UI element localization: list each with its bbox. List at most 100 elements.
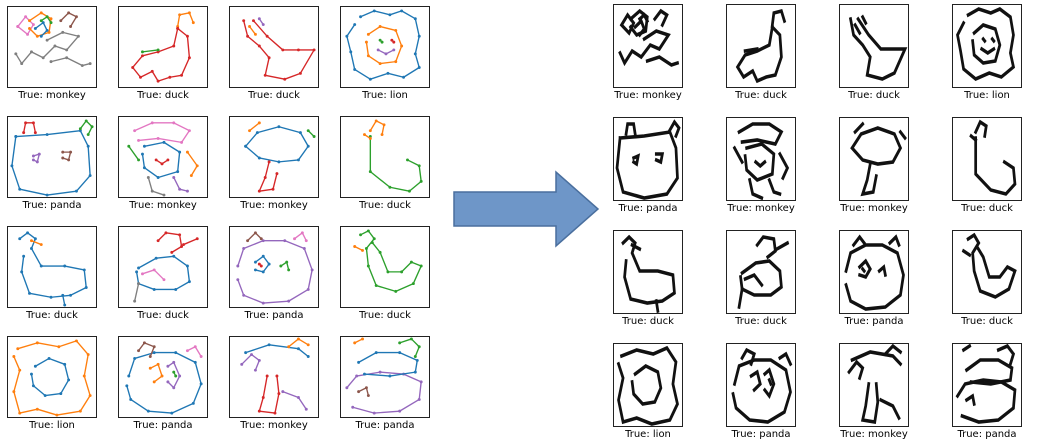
raster-frame <box>839 230 909 314</box>
stroke-point <box>304 239 308 243</box>
stroke-point <box>285 260 289 264</box>
stroke-point <box>353 245 357 248</box>
stroke-point <box>133 299 137 303</box>
stroke-point <box>419 179 423 183</box>
true-label: True: monkey <box>240 200 308 211</box>
stroke <box>138 342 155 357</box>
sketch-frame <box>229 6 319 88</box>
stroke-point <box>244 351 248 355</box>
stroke-point <box>185 189 189 193</box>
stroke-point <box>400 9 404 13</box>
stroke-point <box>380 133 384 137</box>
stroke-point <box>364 247 368 250</box>
stroke-point <box>306 355 310 358</box>
stroke-point <box>364 40 368 44</box>
raster-stroke <box>979 46 996 56</box>
raster-stroke <box>847 359 865 381</box>
stroke-point <box>398 351 402 355</box>
stroke <box>29 12 52 37</box>
stroke-point <box>162 140 166 144</box>
stroke-point <box>174 351 178 355</box>
stroke-point <box>152 345 156 349</box>
stroke-point <box>55 413 59 417</box>
stroke-point <box>127 144 131 148</box>
raster-stroke <box>887 234 901 248</box>
true-label: True: lion <box>964 90 1010 101</box>
stroke-point <box>417 397 421 401</box>
raster-stroke <box>961 344 972 353</box>
stroke-point <box>84 286 88 289</box>
raster-stroke <box>974 136 1017 196</box>
stroke-point <box>49 60 53 64</box>
stroke-point <box>18 411 22 415</box>
stroke-point <box>133 129 137 133</box>
stroke <box>34 21 48 37</box>
stroke-point <box>166 158 170 162</box>
stroke-point <box>296 396 300 399</box>
stroke-point <box>298 131 302 135</box>
stroke-point <box>368 77 372 81</box>
stroke-point <box>160 374 164 378</box>
raster-stroke <box>628 8 649 38</box>
raster-cell: True: duck <box>716 4 806 108</box>
raster-stroke <box>654 152 665 165</box>
raster-frame <box>952 230 1022 314</box>
stroke-point <box>57 345 61 349</box>
stroke-point <box>413 370 417 374</box>
stroke-point <box>253 268 257 272</box>
stroke-point <box>45 28 49 32</box>
stroke <box>187 346 202 357</box>
stroke-point <box>261 270 265 274</box>
sketch-frame <box>7 6 97 88</box>
sketch-cell: True: duck <box>108 226 218 328</box>
stroke-point <box>12 355 16 358</box>
stroke-point <box>242 247 246 250</box>
true-label: True: panda <box>957 429 1017 440</box>
raster-stroke <box>740 347 756 367</box>
stroke-point <box>240 362 244 366</box>
stroke-point <box>137 266 141 270</box>
stroke-point <box>39 243 43 247</box>
stroke-point <box>49 17 53 21</box>
stroke-point <box>409 337 413 341</box>
raster-stroke <box>630 364 663 406</box>
stroke-point <box>398 409 402 413</box>
stroke <box>176 12 194 27</box>
raster-cell: True: panda <box>829 230 919 334</box>
raster-cell: True: duck <box>716 230 806 334</box>
stroke-point <box>133 357 137 360</box>
stroke-point <box>16 347 20 351</box>
raster-stroke <box>964 393 976 407</box>
stroke-point <box>372 237 376 241</box>
stroke-point <box>178 374 182 378</box>
stroke-point <box>273 411 277 415</box>
stroke-point <box>74 189 78 193</box>
stroke-point <box>281 390 285 394</box>
sketch-frame <box>340 226 430 308</box>
stroke <box>147 177 165 196</box>
stroke-point <box>53 44 57 48</box>
stroke-point <box>35 160 39 164</box>
stroke-point <box>300 231 304 235</box>
raster-frame <box>952 4 1022 88</box>
true-label: True: panda <box>618 203 678 214</box>
stroke-point <box>361 337 364 341</box>
stroke-point <box>363 133 366 137</box>
raster-cell: True: panda <box>716 343 806 447</box>
stroke-point <box>141 54 144 58</box>
stroke-point <box>164 231 168 235</box>
stroke <box>133 283 140 302</box>
stroke-point <box>378 25 382 28</box>
stroke-point <box>306 129 310 133</box>
stroke-point <box>150 69 154 73</box>
stroke <box>134 122 191 144</box>
stroke-point <box>14 52 18 56</box>
stroke <box>50 57 91 67</box>
stroke-point <box>45 193 49 197</box>
stroke-point <box>261 23 265 27</box>
stroke <box>365 25 403 65</box>
stroke-point <box>257 44 261 48</box>
stroke-point <box>257 156 261 160</box>
raster-stroke <box>971 23 1002 65</box>
stroke-point <box>162 193 166 197</box>
